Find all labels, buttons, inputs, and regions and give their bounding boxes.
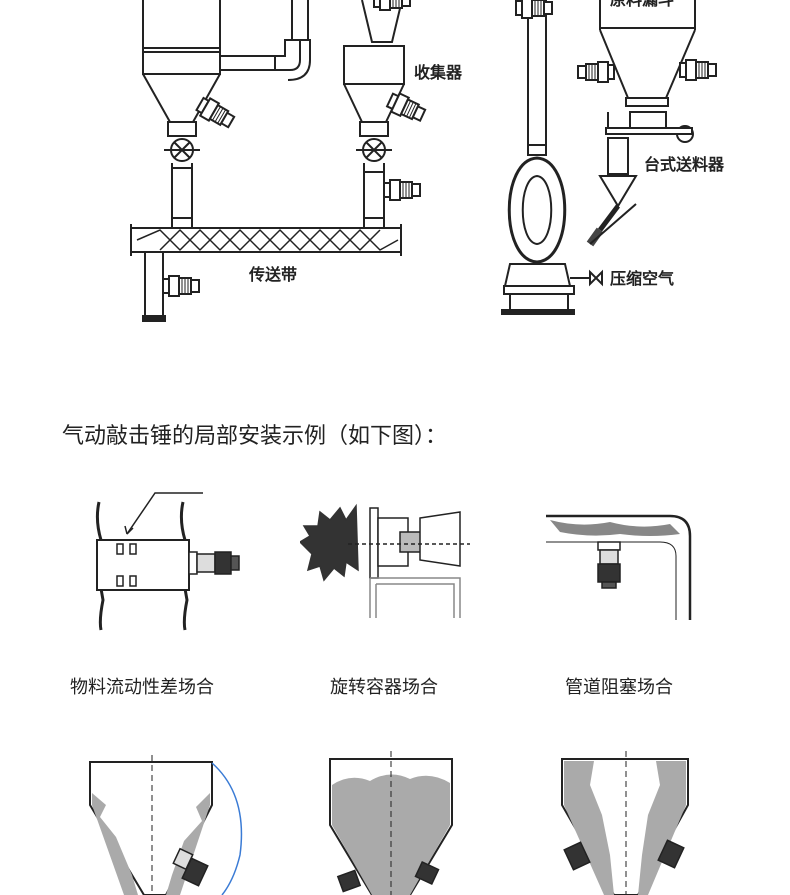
label-table-feeder: 台式送料器 <box>644 155 725 174</box>
hopper-example-2 <box>310 745 490 895</box>
example-rotary-container-diagram <box>300 498 480 628</box>
caption-poor-flow: 物料流动性差场合 <box>70 673 214 699</box>
hammer-icon <box>163 276 199 296</box>
hammer-icon <box>680 60 716 80</box>
hammer-icon <box>195 95 236 130</box>
compressed-air-valve <box>570 272 602 284</box>
hammer-icon <box>374 0 410 10</box>
caption-rotary-container: 旋转容器场合 <box>330 673 438 699</box>
label-conveyor: 传送带 <box>248 265 297 284</box>
hammer-icon <box>598 542 620 588</box>
label-raw-hopper: 原料漏斗 <box>610 0 674 9</box>
label-collector: 收集器 <box>414 63 463 82</box>
hammer-icon <box>386 91 427 124</box>
example-poor-flow-diagram <box>85 490 265 640</box>
hammer-icon <box>578 62 614 82</box>
label-compressed-air: 压缩空气 <box>610 269 674 288</box>
hopper-example-3 <box>548 745 728 895</box>
raw-material-hopper <box>590 0 695 244</box>
installation-system-diagram: 收集器 传送带 原料漏斗 台式送料器 压缩 <box>0 0 790 330</box>
transfer-pipe <box>220 0 310 80</box>
hammer-icon <box>384 180 420 200</box>
example-pipe-blockage-diagram <box>540 494 700 634</box>
pneumatic-elevator <box>502 0 574 314</box>
hammer-icon <box>189 552 239 574</box>
section-heading: 气动敲击锤的局部安装示例（如下图）： <box>62 418 447 450</box>
caption-pipe-blockage: 管道阻塞场合 <box>565 673 673 699</box>
hopper-example-1 <box>72 745 252 895</box>
